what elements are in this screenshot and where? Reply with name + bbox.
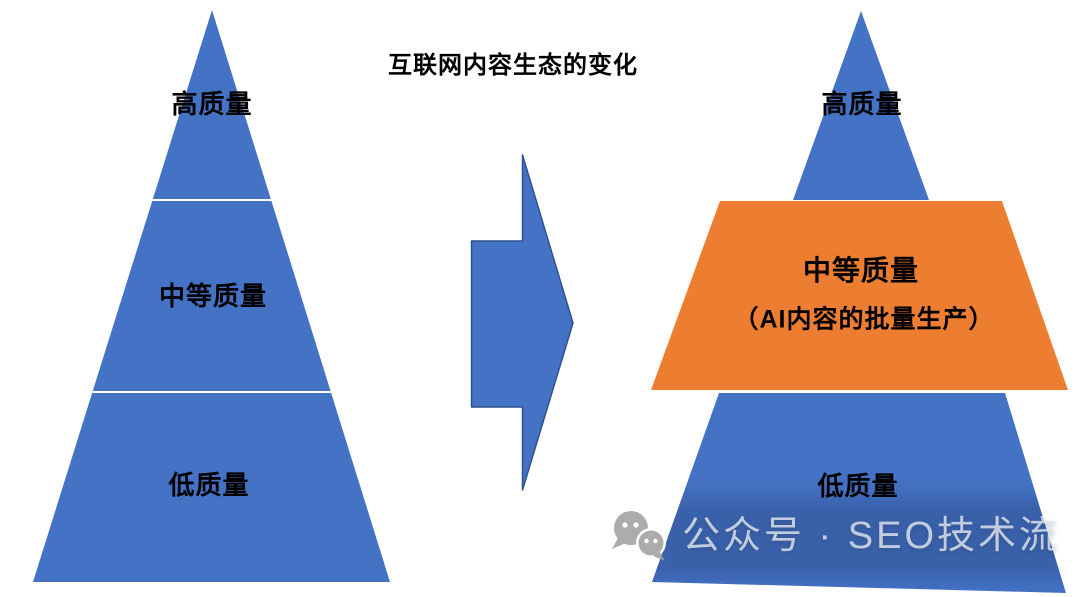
left-divider-2	[33, 391, 390, 393]
right-pyramid-top-shape	[793, 11, 929, 200]
right-pyramid	[651, 11, 1068, 593]
wechat-icon	[612, 511, 666, 561]
watermark-shadow	[652, 498, 1066, 578]
right-pyramid-label-low: 低质量	[817, 471, 899, 501]
transition-arrow-shape	[470, 154, 574, 491]
left-pyramid-label-high: 高质量	[171, 89, 253, 119]
ai-trapezoid-label: 中等质量	[802, 255, 920, 286]
left-divider-1	[33, 199, 390, 201]
watermark: 公众号 · SEO技术流	[604, 504, 1060, 568]
ai-trapezoid-sublabel: （AI内容的批量生产）	[733, 305, 995, 334]
watermark-text: 公众号 · SEO技术流	[682, 515, 1061, 557]
left-pyramid-label-low: 低质量	[168, 470, 250, 500]
ai-middle-trapezoid-shape	[651, 201, 1068, 390]
left-pyramid-label-mid: 中等质量	[158, 281, 268, 311]
left-pyramid-shape	[33, 10, 390, 582]
right-pyramid-label-high: 高质量	[821, 89, 903, 119]
diagram-title: 互联网内容生态的变化	[388, 52, 638, 79]
left-pyramid	[33, 10, 390, 582]
